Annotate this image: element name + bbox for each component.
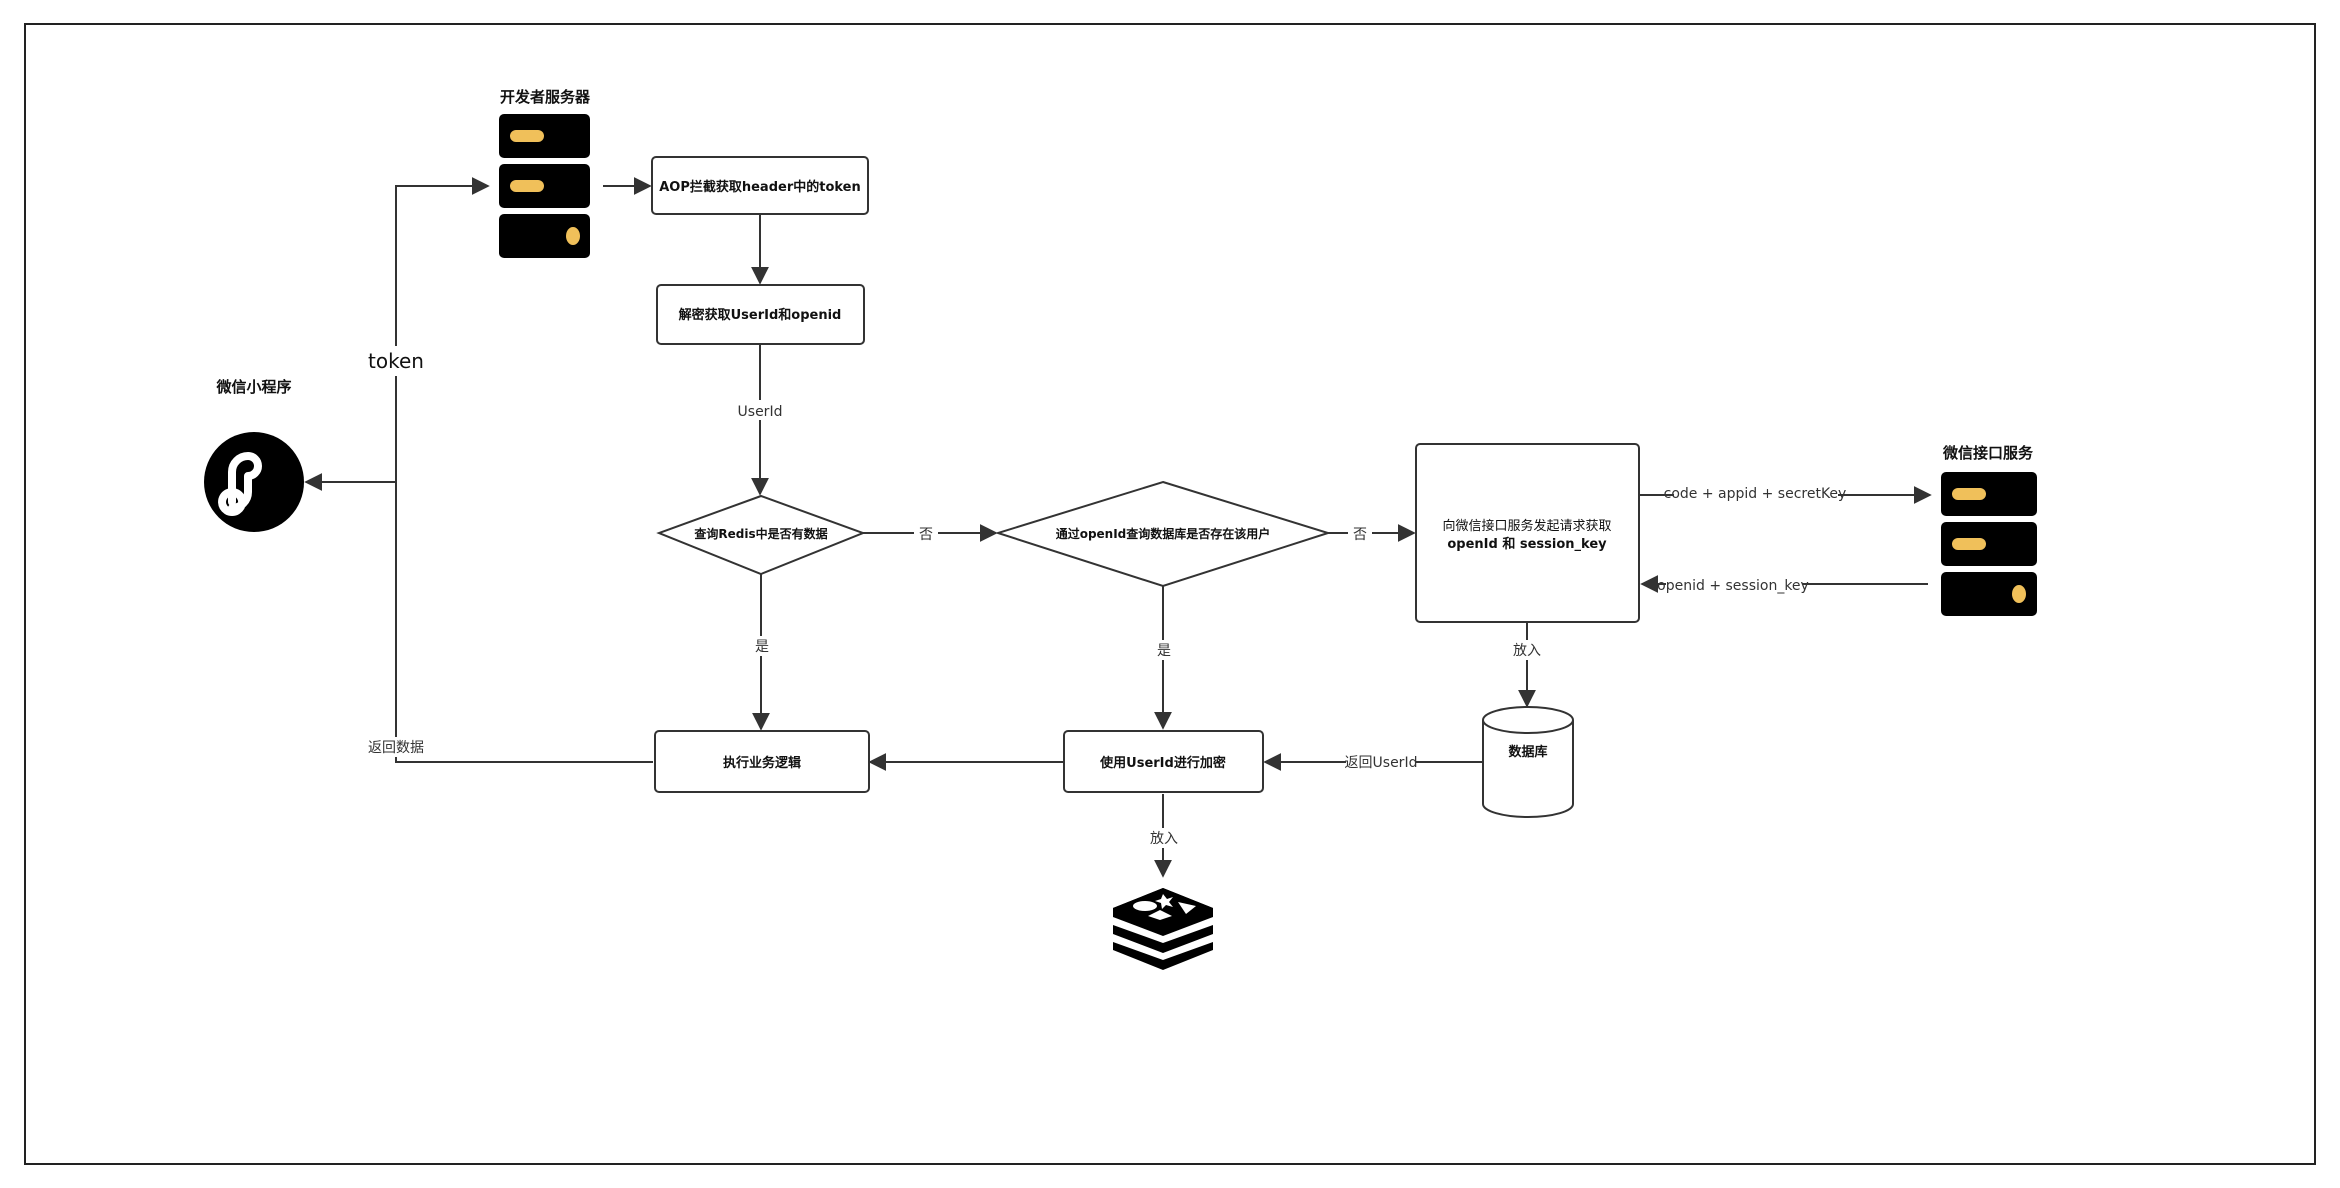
aop-box	[651, 156, 869, 215]
decrypt-box-label: 解密获取UserId和openid	[678, 307, 842, 323]
execute-box	[654, 730, 870, 793]
edge-label-no-1: 否	[919, 527, 933, 543]
wechat-request-label-line1: 向微信接口服务发起请求获取	[1442, 518, 1611, 534]
miniprogram-title: 微信小程序	[215, 378, 291, 396]
db-check-label: 通过openId查询数据库是否存在该用户	[1056, 526, 1271, 541]
wechat-service-title: 微信接口服务	[1942, 444, 2034, 462]
edge-label-token: token	[368, 349, 424, 373]
redis-icon	[1113, 888, 1213, 970]
encrypt-box	[1063, 730, 1264, 793]
edge-label-put-db: 放入	[1513, 643, 1541, 659]
aop-box-label: AOP拦截获取header中的token	[659, 179, 861, 195]
edge-label-yes-2: 是	[1157, 643, 1171, 659]
diagram-frame	[24, 23, 2316, 1165]
execute-box-label: 执行业务逻辑	[723, 755, 801, 771]
edge-label-userid: UserId	[738, 404, 783, 420]
database-label: 数据库	[1508, 744, 1547, 760]
edge-label-return-data: 返回数据	[368, 740, 424, 756]
edge-labels: token UserId 否 否 是 是 code + appid + secr…	[366, 346, 1846, 848]
encrypt-box-label: 使用UserId进行加密	[1099, 755, 1226, 771]
edge-label-code-appid: code + appid + secretKey	[1664, 486, 1847, 502]
edge-token	[395, 177, 490, 482]
edge-label-openid-session: openid + session_key	[1657, 578, 1809, 594]
db-check-diamond	[994, 480, 1332, 588]
edge-return-data	[395, 482, 653, 763]
decrypt-box	[656, 284, 865, 345]
wechat-service-server-icon	[1941, 472, 2037, 616]
dev-server-icon	[499, 114, 590, 258]
edge-label-yes-1: 是	[755, 639, 769, 655]
wechat-request-box	[1415, 443, 1640, 623]
redis-check-label: 查询Redis中是否有数据	[693, 526, 827, 541]
edge-label-no-2: 否	[1353, 527, 1367, 543]
edge-label-return-userid: 返回UserId	[1345, 755, 1418, 771]
wechat-request-label-line2: openId 和 session_key	[1447, 536, 1607, 552]
wechat-miniprogram-icon	[204, 432, 304, 532]
redis-check-diamond	[656, 494, 866, 576]
edge-label-put-redis: 放入	[1150, 831, 1178, 847]
dev-server-title: 开发者服务器	[500, 88, 591, 106]
database-cylinder-icon	[1482, 706, 1574, 818]
